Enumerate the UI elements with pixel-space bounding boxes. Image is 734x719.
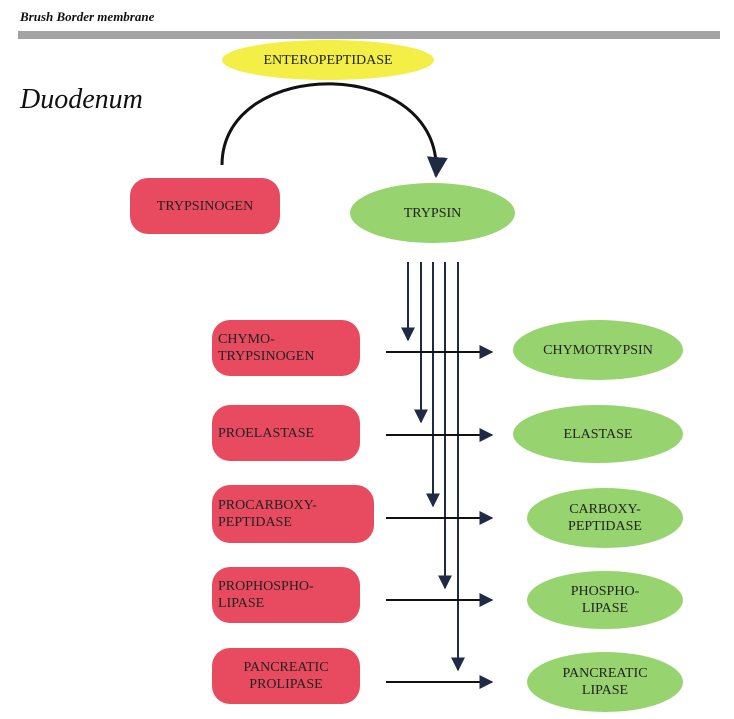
- enzyme-chymotrypsin: CHYMOTRYPSIN: [513, 320, 683, 380]
- trypsin-node: TRYPSIN: [350, 183, 515, 243]
- proenzyme-pancreatic-prolipase: PANCREATIC PROLIPASE: [212, 648, 360, 704]
- enzyme-lipase: PANCREATIC LIPASE: [527, 652, 683, 712]
- enzyme-carboxypeptidase: CARBOXY- PEPTIDASE: [527, 488, 683, 548]
- proenzyme-procarboxypeptidase: PROCARBOXY- PEPTIDASE: [212, 485, 374, 543]
- proenzyme-prophospholipase: PROPHOSPHO- LIPASE: [212, 567, 360, 623]
- brush-border-membrane: [18, 31, 720, 39]
- enteropeptidase-node: ENTEROPEPTIDASE: [222, 40, 434, 80]
- trypsinogen-node: TRYPSINOGEN: [130, 178, 280, 234]
- enzyme-elastase: ELASTASE: [513, 405, 683, 463]
- activation-arc: [220, 82, 448, 179]
- proenzyme-chymotrypsinogen: CHYMO- TRYPSINOGEN: [212, 320, 360, 376]
- proenzyme-proelastase: PROELASTASE: [212, 405, 360, 461]
- region-label: Duodenum: [20, 84, 143, 115]
- enzyme-phospholipase: PHOSPHO- LIPASE: [527, 571, 683, 629]
- membrane-label: Brush Border membrane: [20, 9, 155, 24]
